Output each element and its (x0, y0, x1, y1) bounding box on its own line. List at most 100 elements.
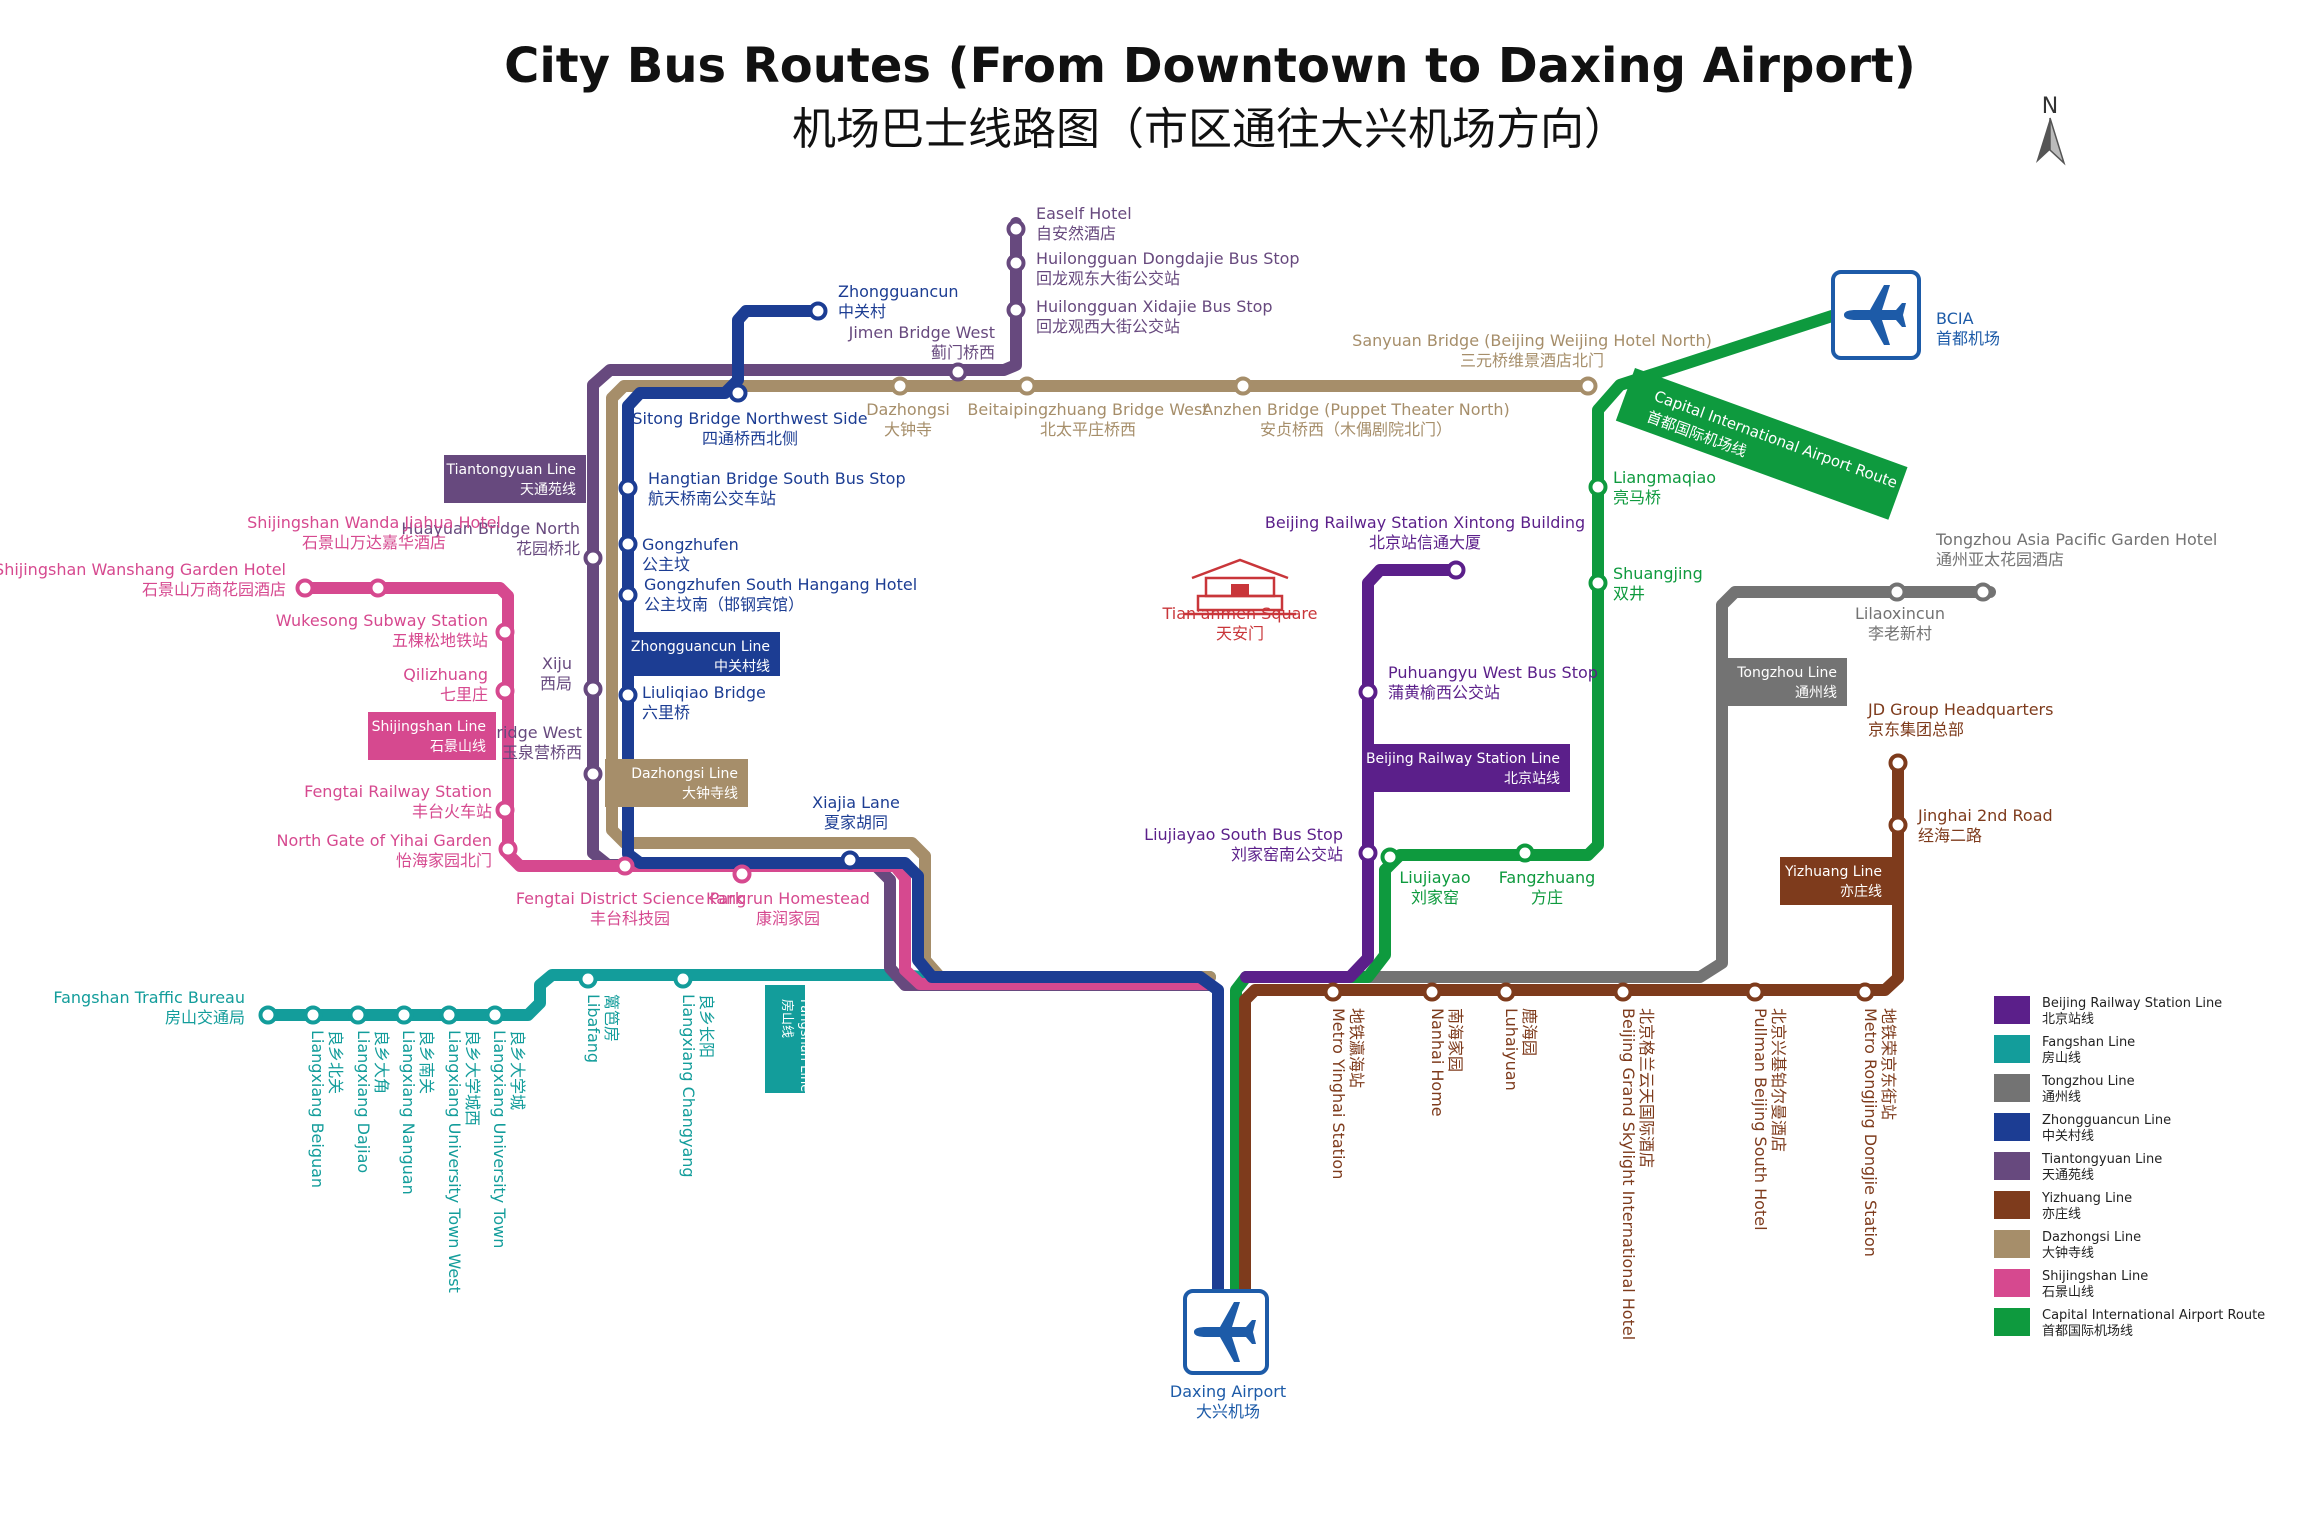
label-liujiayao-en: Liujiayao (1399, 868, 1470, 887)
label-yihai-en: North Gate of Yihai Garden (276, 831, 492, 850)
stop-rongjing (1855, 982, 1875, 1002)
label-xiju-en: Xiju (542, 654, 572, 673)
line-tag-tiantongyuan-en: Tiantongyuan Line (445, 462, 576, 478)
label-sanyuan-zh: 三元桥维景酒店北门 (1460, 351, 1604, 370)
label-libafang-en: Libafang (584, 994, 603, 1063)
legend-swatch (1994, 1113, 2030, 1141)
label-nanguan-zh: 良乡南关 (417, 1030, 436, 1094)
stop-lilaoxincun (1887, 582, 1907, 602)
label-univ_west-en: Liangxiang University Town West (445, 1030, 464, 1293)
label-wanda-zh: 石景山万达嘉华酒店 (302, 533, 446, 552)
line-tag-beijing_railway_station-zh: 北京站线 (1504, 771, 1560, 787)
label-jd-en: JD Group Headquarters (1867, 700, 2053, 719)
stop-huilongguan_xidajie (1006, 300, 1026, 320)
stop-liujiayao (1380, 847, 1400, 867)
map-title-zh: 机场巴士线路图（市区通往大兴机场方向） (792, 104, 1628, 155)
label-xiajia-en: Xiajia Lane (812, 793, 900, 812)
bcia-label-zh: 首都机场 (1936, 329, 2000, 348)
line-tag-dazhongsi-zh: 大钟寺线 (682, 785, 738, 802)
legend-swatch (1994, 1230, 2030, 1258)
label-dazhongsi-zh: 大钟寺 (884, 420, 932, 439)
label-jimen-en: Jimen Bridge West (848, 323, 995, 342)
label-univ_west-zh: 良乡大学城西 (463, 1030, 482, 1126)
stop-univ_town (485, 1005, 505, 1025)
label-zhongguancun-zh: 中关村 (838, 302, 886, 321)
label-fangzhuang-zh: 方庄 (1531, 888, 1563, 907)
legend-label-en: Beijing Railway Station Line (2042, 996, 2222, 1011)
label-huayuan-en: Huayuan Bridge North (401, 519, 580, 538)
line-tag-tiantongyuan: Tiantongyuan Line 天通苑线 (444, 455, 586, 503)
label-shuangjing-en: Shuangjing (1613, 564, 1703, 583)
label-rongjing-zh: 地铁荣京东街站 (1879, 1008, 1898, 1120)
stop-fangshan_traffic (258, 1005, 278, 1025)
line-tag-shijingshan-zh: 石景山线 (430, 739, 486, 755)
legend-label-zh: 大钟寺线 (2042, 1245, 2094, 1261)
stop-liujiayao_south (1358, 843, 1378, 863)
stop-fengtai_rail (495, 800, 515, 820)
stop-luhaiyuan (1496, 982, 1516, 1002)
stop-beiguan (303, 1005, 323, 1025)
label-libafang-zh: 篱笆房 (602, 994, 621, 1042)
tongzhou-route-line (1249, 586, 1996, 983)
label-liujiayao-zh: 刘家窑 (1411, 888, 1459, 907)
stop-nanhai (1422, 982, 1442, 1002)
label-changyang-en: Liangxiang Changyang (679, 994, 698, 1178)
label-fangshan_traffic-zh: 房山交通局 (165, 1008, 245, 1027)
label-puhuangyu-zh: 蒲黄榆西公交站 (1388, 683, 1500, 702)
label-qilizhuang-en: Qilizhuang (403, 665, 488, 684)
label-sitong-zh: 四通桥西北侧 (702, 429, 798, 448)
line-tag-shijingshan-en: Shijingshan Line (372, 719, 486, 735)
label-anzhen-en: Anzhen Bridge (Puppet Theater North) (1202, 400, 1510, 419)
label-fangshan_traffic-en: Fangshan Traffic Bureau (53, 988, 245, 1007)
daxing-airport-icon (1183, 1289, 1269, 1375)
label-xintong: Beijing Railway Station Xintong Building… (1265, 513, 1585, 552)
label-yihai-zh: 怡海家园北门 (396, 851, 492, 870)
label-dazhongsi-en: Dazhongsi (866, 400, 950, 419)
label-fengtai_rail-en: Fengtai Railway Station (304, 782, 492, 801)
label-gongzhufen-en: Gongzhufen (642, 535, 739, 554)
label-fengtai_science-zh: 丰台科技园 (590, 909, 670, 928)
label-wukesong-zh: 五棵松地铁站 (392, 631, 488, 650)
line-tag-tiantongyuan-zh: 天通苑线 (520, 482, 576, 498)
label-tongzhou_hotel-en: Tongzhou Asia Pacific Garden Hotel (1935, 530, 2217, 549)
label-fengtai_rail-zh: 丰台火车站 (412, 802, 492, 821)
legend-label-zh: 北京站线 (2042, 1012, 2094, 1027)
label-eaself-zh: 自安然酒店 (1036, 224, 1116, 243)
label-fangzhuang-en: Fangzhuang (1499, 868, 1596, 887)
map-legend: Beijing Railway Station Line北京站线Fangshan… (1994, 996, 2265, 1339)
label-xiajia-zh: 夏家胡同 (824, 813, 888, 832)
label-gongzhufen_south-en: Gongzhufen South Hangang Hotel (644, 575, 917, 594)
stop-xiajia (840, 850, 860, 870)
stop-jinghai (1888, 815, 1908, 835)
route-stops (258, 219, 1993, 1025)
label-jinghai-en: Jinghai 2nd Road (1917, 806, 2053, 825)
line-tag-tongzhou-en: Tongzhou Line (1736, 665, 1837, 681)
label-tongzhou_hotel-zh: 通州亚太花园酒店 (1936, 550, 2064, 569)
legend-swatch (1994, 1152, 2030, 1180)
label-skylight-zh: 北京格兰云天国际酒店 (1637, 1008, 1656, 1168)
stop-pullman (1745, 982, 1765, 1002)
label-skylight: Beijing Grand Skylight International Hot… (1619, 1008, 1656, 1340)
legend-swatch (1994, 1191, 2030, 1219)
